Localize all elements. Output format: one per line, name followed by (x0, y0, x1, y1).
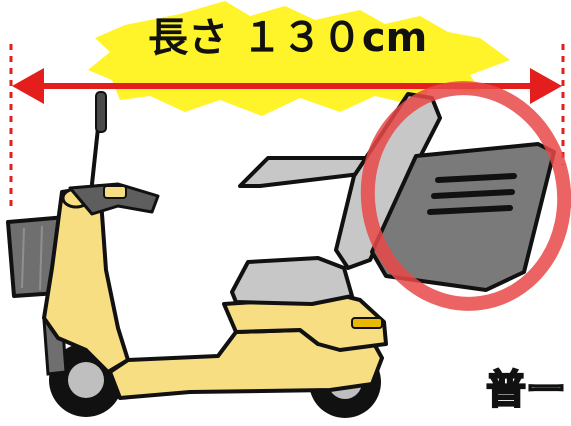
seat-cushion (230, 256, 354, 306)
highlight-ring (360, 81, 571, 311)
panel-slot (427, 205, 513, 215)
panel-slot (431, 189, 515, 199)
length-headline: 長さ １３０cm (148, 15, 428, 61)
tail-light (351, 317, 383, 329)
stamp-mark: 普ー (485, 366, 567, 414)
panel-slot (435, 173, 517, 183)
mobility-scooter-illustration (6, 91, 556, 418)
mirror (95, 91, 107, 133)
